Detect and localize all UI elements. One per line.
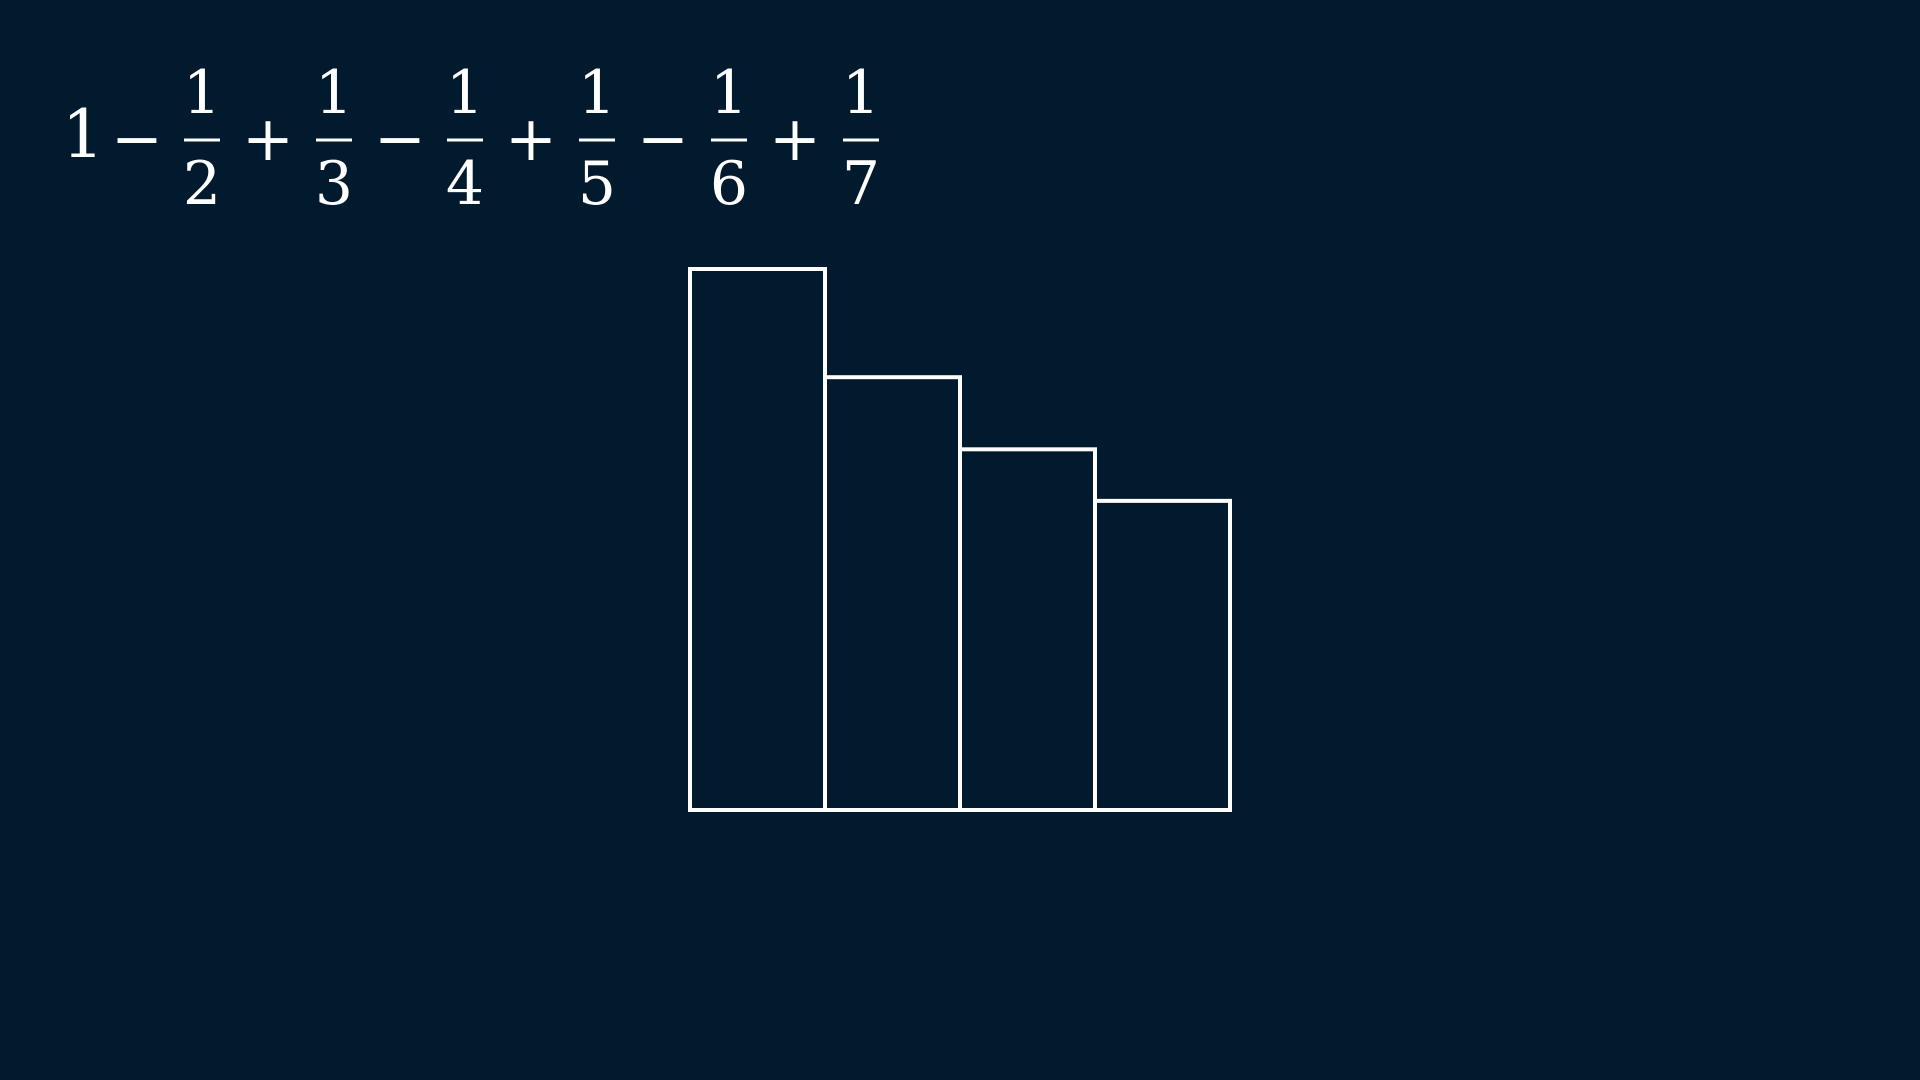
formula-denominator: 6 [710,149,748,219]
formula-denominator: 5 [578,149,616,219]
formula-numerator: 1 [315,58,353,128]
formula-term: + 1 5 [505,58,616,219]
formula-numerator: 1 [842,58,880,128]
formula-numerator: 1 [710,58,748,128]
formula-denominator: 3 [315,149,353,219]
formula-sign: − [374,102,426,175]
rectangle-2 [823,375,962,812]
formula-term: − 1 2 [111,58,221,219]
formula-sign: + [242,102,294,175]
formula-sign: − [111,102,163,175]
alternating-series-formula: 1 − 1 2 + 1 3 − 1 4 + 1 5 − 1 6 + 1 7 [62,58,880,219]
formula-term: − 1 4 [374,58,484,219]
formula-lead-term: 1 [62,96,104,173]
formula-denominator: 7 [842,149,880,219]
formula-denominator: 4 [446,149,484,219]
formula-sign: + [505,102,557,175]
formula-numerator: 1 [183,58,221,128]
formula-sign: + [769,102,821,175]
formula-sign: − [637,102,689,175]
formula-numerator: 1 [578,58,616,128]
rectangle-4 [1093,498,1232,812]
rectangle-1 [688,267,827,812]
formula-term: + 1 7 [769,58,880,219]
formula-numerator: 1 [446,58,484,128]
formula-denominator: 2 [183,149,221,219]
formula-term: + 1 3 [242,58,353,219]
rectangle-3 [958,447,1097,812]
formula-term: − 1 6 [637,58,748,219]
